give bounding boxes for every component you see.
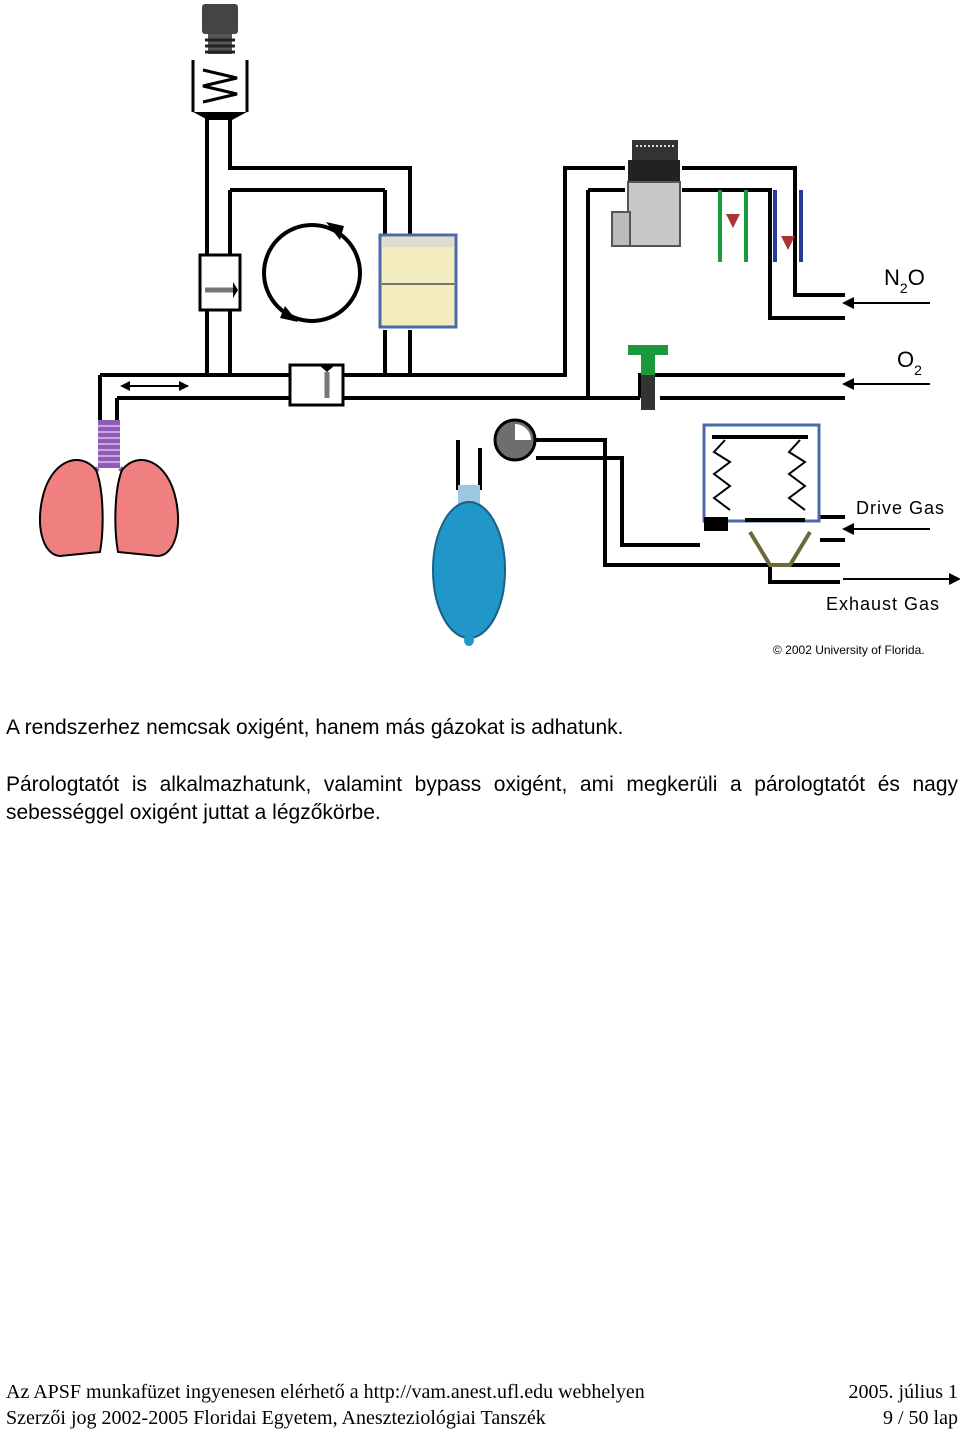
lungs-icon — [39, 420, 179, 558]
vaporizer-icon — [611, 140, 681, 247]
flowmeter-manifold — [682, 166, 845, 320]
anesthesia-machine-diagram: N2O O2 Drive Gas Exhaust Gas © 2002 Univ… — [39, 4, 960, 657]
drive-gas-line — [820, 515, 845, 542]
exhaust-line — [768, 565, 840, 584]
main-top-line — [100, 166, 625, 377]
o2-label: O2 — [897, 347, 922, 378]
inspiratory-valve-icon — [288, 363, 345, 407]
apl-valve-icon — [191, 4, 249, 120]
footer-line-1: Az APSF munkafüzet ingyenesen elérhető a… — [6, 1381, 958, 1404]
fresh-gas-line — [586, 188, 625, 398]
reservoir-bag-icon — [432, 485, 506, 646]
exhaust-gas-label: Exhaust Gas — [826, 594, 940, 614]
circuit-inner — [228, 188, 412, 375]
pressure-gauge-icon — [493, 418, 537, 462]
n2o-label: N2O — [884, 265, 925, 296]
footer-page-number: 9 / 50 lap — [883, 1407, 958, 1429]
paragraph-vaporizer: Párologtatót is alkalmazhatunk, valamint… — [6, 773, 958, 824]
drive-gas-label: Drive Gas — [856, 498, 945, 518]
patient-limb — [98, 375, 119, 420]
co2-absorber-icon — [378, 233, 458, 329]
footer-date: 2005. július 1 — [848, 1381, 958, 1403]
flowmeters-icon — [718, 190, 803, 262]
o2-flush-valve-icon — [628, 345, 668, 410]
expiratory-valve-icon — [198, 253, 242, 312]
circular-flow-icon — [262, 222, 362, 323]
bag-limb — [456, 438, 840, 567]
ventilator-bellows-icon — [702, 423, 821, 567]
footer-copyright: Szerzői jog 2002-2005 Floridai Egyetem, … — [6, 1407, 546, 1429]
footer-line-2: Szerzői jog 2002-2005 Floridai Egyetem, … — [6, 1407, 958, 1430]
copyright-label: © 2002 University of Florida. — [773, 643, 925, 657]
footer-availability: Az APSF munkafüzet ingyenesen elérhető a… — [6, 1381, 645, 1403]
o2-supply — [638, 373, 845, 400]
apl-tube-right — [228, 112, 412, 235]
paragraph-gases: A rendszerhez nemcsak oxigént, hanem más… — [6, 716, 624, 739]
